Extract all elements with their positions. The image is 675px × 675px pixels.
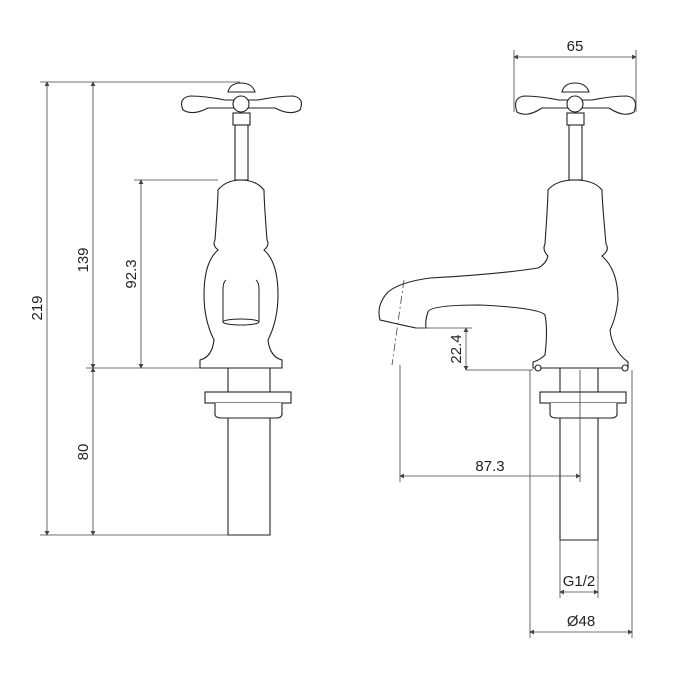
dim-body-height: 92.3: [123, 259, 140, 288]
spindle-collar-side: [566, 112, 585, 126]
washer: [204, 391, 292, 404]
dim-thread: G1/2: [563, 573, 596, 590]
aerator: [222, 318, 260, 326]
spindle: [234, 121, 249, 181]
nozzle: [222, 279, 260, 322]
water-flow-line: [391, 279, 405, 366]
side-view: [378, 82, 636, 541]
dim-spout-projection: 87.3: [475, 458, 504, 475]
tap-body-front: [199, 179, 283, 369]
dim-base-diameter: Ø48: [567, 613, 595, 630]
dim-handle-width: 65: [567, 38, 584, 55]
front-dimensions: 219 139 92.3 80: [29, 81, 240, 536]
nut-side: [549, 403, 618, 419]
fixing-hole-right: [621, 364, 629, 372]
dim-tail-length: 80: [75, 444, 92, 461]
handle-boss-side: [566, 95, 584, 113]
handle-cap: [227, 82, 256, 93]
dim-overall-height: 219: [29, 295, 46, 320]
side-dimensions: 65 22.4 87.3 G1/2 Ø48: [399, 38, 637, 638]
fixing-hole-left: [534, 364, 542, 372]
handle-boss: [232, 95, 250, 113]
dim-height-to-base: 139: [75, 247, 92, 272]
spindle-collar: [232, 112, 251, 126]
tap-body-side: [378, 179, 629, 369]
washer-side: [539, 391, 627, 404]
dim-spout-clearance: 22.4: [448, 334, 465, 363]
handle-cap-side: [561, 82, 590, 93]
front-view: [181, 82, 302, 536]
spindle-side: [568, 121, 583, 181]
nut: [214, 403, 283, 419]
